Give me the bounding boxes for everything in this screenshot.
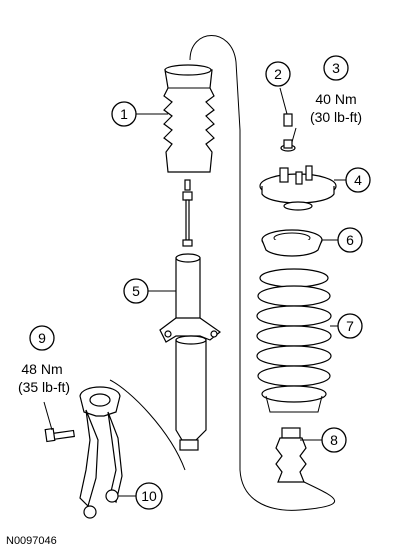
dust-boot (163, 64, 215, 173)
callout-6-number: 6 (346, 232, 354, 248)
callout-9-number: 9 (38, 330, 46, 346)
callout-5-number: 5 (132, 283, 140, 299)
callout-7: 7 (337, 313, 363, 339)
coil-spring (256, 268, 332, 413)
jounce-bumper (275, 427, 307, 483)
leader-9 (43, 401, 53, 431)
upper-mount (259, 165, 337, 211)
lower-bolt (44, 427, 75, 443)
upper-spring-seat (261, 229, 323, 257)
callout-4: 4 (345, 167, 371, 193)
callout-7-number: 7 (346, 318, 354, 334)
callout-1: 1 (111, 101, 137, 127)
callout-8-number: 8 (330, 432, 338, 448)
strut-shock-absorber (159, 179, 222, 451)
callout-3: 3 (323, 55, 349, 81)
grouping-line-lower (109, 379, 186, 471)
leader-3 (291, 127, 297, 143)
callout-10: 10 (135, 482, 163, 510)
callout-1-number: 1 (120, 106, 128, 122)
lower-fork-bracket (79, 386, 123, 519)
leader-2 (279, 87, 288, 115)
torque-spec-lower-nm: 48 Nm (21, 361, 62, 377)
callout-10-number: 10 (141, 488, 157, 504)
torque-spec-lower-lbft: (35 lb-ft) (18, 379, 70, 395)
callout-3-number: 3 (332, 60, 340, 76)
callout-8: 8 (321, 427, 347, 453)
figure-id: N0097046 (6, 535, 57, 547)
grouping-line-left (189, 35, 336, 511)
callout-6: 6 (337, 227, 363, 253)
callout-5: 5 (123, 278, 149, 304)
torque-spec-top-lbft: (30 lb-ft) (310, 109, 362, 125)
callout-4-number: 4 (354, 172, 362, 188)
callout-9: 9 (29, 325, 55, 351)
torque-spec-top-nm: 40 Nm (315, 91, 356, 107)
top-mount-nut (280, 113, 296, 152)
callout-2-number: 2 (274, 66, 282, 82)
callout-2: 2 (265, 61, 291, 87)
